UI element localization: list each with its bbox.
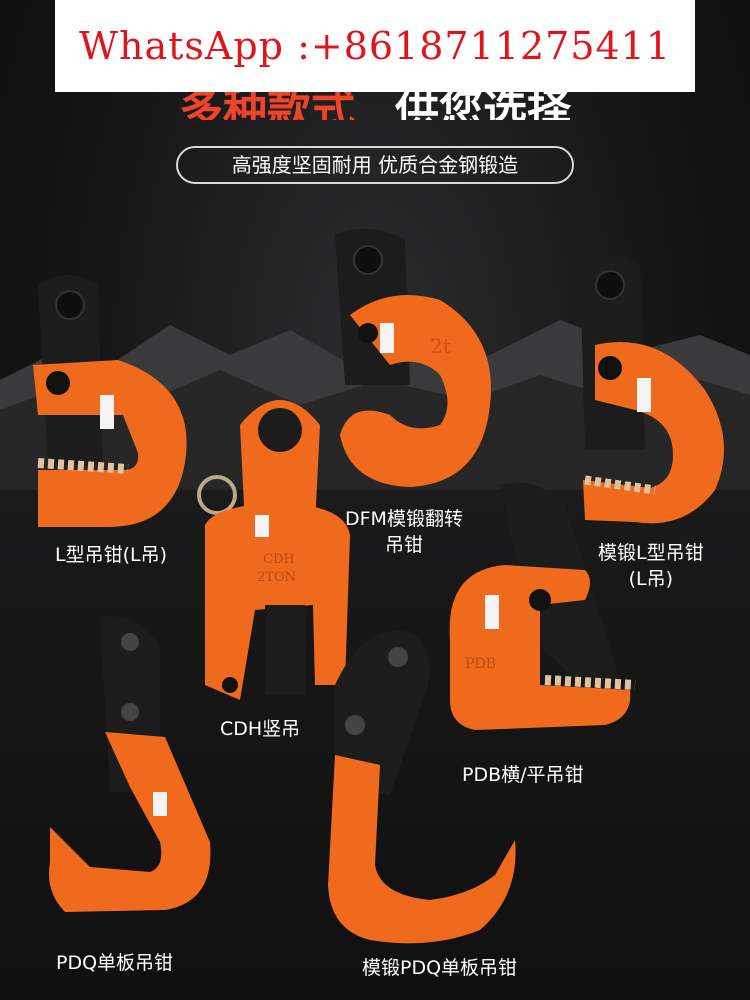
- pdb-horizontal-clamp-label: PDB横/平吊钳: [462, 764, 584, 786]
- l-type-clamp-label: L型吊钳(L吊): [55, 544, 167, 566]
- headline-left: 多种款式: [179, 92, 355, 120]
- dfm-flip-clamp-image: 2t: [330, 225, 500, 495]
- dfm-label-line1: DFM模锻翻转: [345, 508, 463, 530]
- dfm-flip-clamp-label: DFM模锻翻转 吊钳: [345, 506, 463, 558]
- headline-right: 供您选择: [395, 92, 571, 120]
- forged-pdq-clamp-label: 模锻PDQ单板吊钳: [362, 957, 518, 979]
- cdh-stamp-model: CDH: [263, 552, 295, 567]
- tagline-pill: 高强度坚固耐用 优质合金钢锻造: [176, 146, 574, 184]
- cdh-vertical-clamp-image: CDH 2TON: [185, 385, 355, 705]
- cdh-stamp-capacity: 2TON: [257, 570, 296, 585]
- forged-l-clamp-label: 模锻L型吊钳 (L吊): [598, 540, 704, 592]
- l-type-clamp-image: [28, 265, 198, 535]
- forged-l-clamp-image: [565, 250, 735, 530]
- forged-l-label-line2: (L吊): [628, 568, 673, 590]
- whatsapp-banner: WhatsApp :+8618711275411: [55, 0, 695, 92]
- cdh-vertical-clamp-label: CDH竖吊: [220, 718, 301, 740]
- forged-l-label-line1: 模锻L型吊钳: [598, 542, 704, 564]
- pdb-stamp-model: PDB: [465, 656, 496, 672]
- forged-pdq-clamp-image: [320, 625, 530, 950]
- pdq-single-plate-clamp-image: [45, 612, 215, 922]
- mountain-backdrop: [0, 320, 750, 490]
- dfm-stamp: 2t: [430, 334, 451, 358]
- dfm-label-line2: 吊钳: [384, 534, 423, 556]
- pdq-single-plate-clamp-label: PDQ单板吊钳: [56, 952, 174, 974]
- pdb-horizontal-clamp-image: PDB: [445, 480, 645, 750]
- headline: 多种款式 供您选择: [0, 92, 750, 120]
- whatsapp-contact-text: WhatsApp :+8618711275411: [78, 24, 672, 68]
